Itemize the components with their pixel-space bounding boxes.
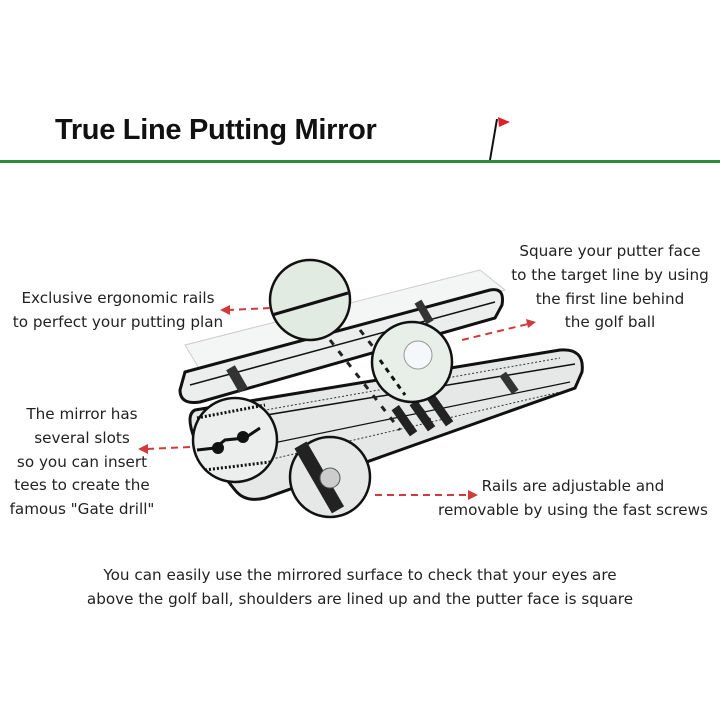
footer-line: above the golf ball, shoulders are lined… bbox=[86, 589, 634, 608]
callout-adjustable-rails: Rails are adjustable and removable by us… bbox=[428, 475, 718, 523]
callout-line: removable by using the fast screws bbox=[438, 500, 708, 519]
mirror-back-rail bbox=[178, 288, 504, 404]
callout-line: tees to create the bbox=[14, 476, 150, 495]
callout-slots: The mirror has several slots so you can … bbox=[0, 403, 164, 522]
green-divider bbox=[0, 160, 720, 163]
callout-ergonomic-rails: Exclusive ergonomic rails to perfect you… bbox=[2, 287, 234, 335]
footer-line: You can easily use the mirrored surface … bbox=[103, 566, 617, 584]
callout-line: Rails are adjustable and bbox=[481, 477, 665, 495]
mirror-front-rail bbox=[188, 329, 584, 501]
callout-line: the golf ball bbox=[564, 313, 656, 332]
callout-square-face: Square your putter face to the target li… bbox=[500, 240, 720, 335]
footer-description: You can easily use the mirrored surface … bbox=[0, 564, 720, 612]
callout-line: the first line behind bbox=[535, 289, 685, 308]
callout-line: to perfect your putting plan bbox=[12, 312, 224, 331]
callout-line: famous "Gate drill" bbox=[9, 500, 155, 519]
callout-line: to the target line by using bbox=[511, 265, 709, 284]
callout-line: so you can insert bbox=[16, 452, 148, 471]
callout-line: several slots bbox=[34, 428, 130, 447]
page-title: True Line Putting Mirror bbox=[55, 114, 377, 146]
magnifier-mirror bbox=[268, 258, 352, 342]
callout-line: The mirror has bbox=[26, 405, 138, 423]
callout-line: Exclusive ergonomic rails bbox=[21, 289, 215, 307]
callout-line: Square your putter face bbox=[519, 242, 701, 260]
